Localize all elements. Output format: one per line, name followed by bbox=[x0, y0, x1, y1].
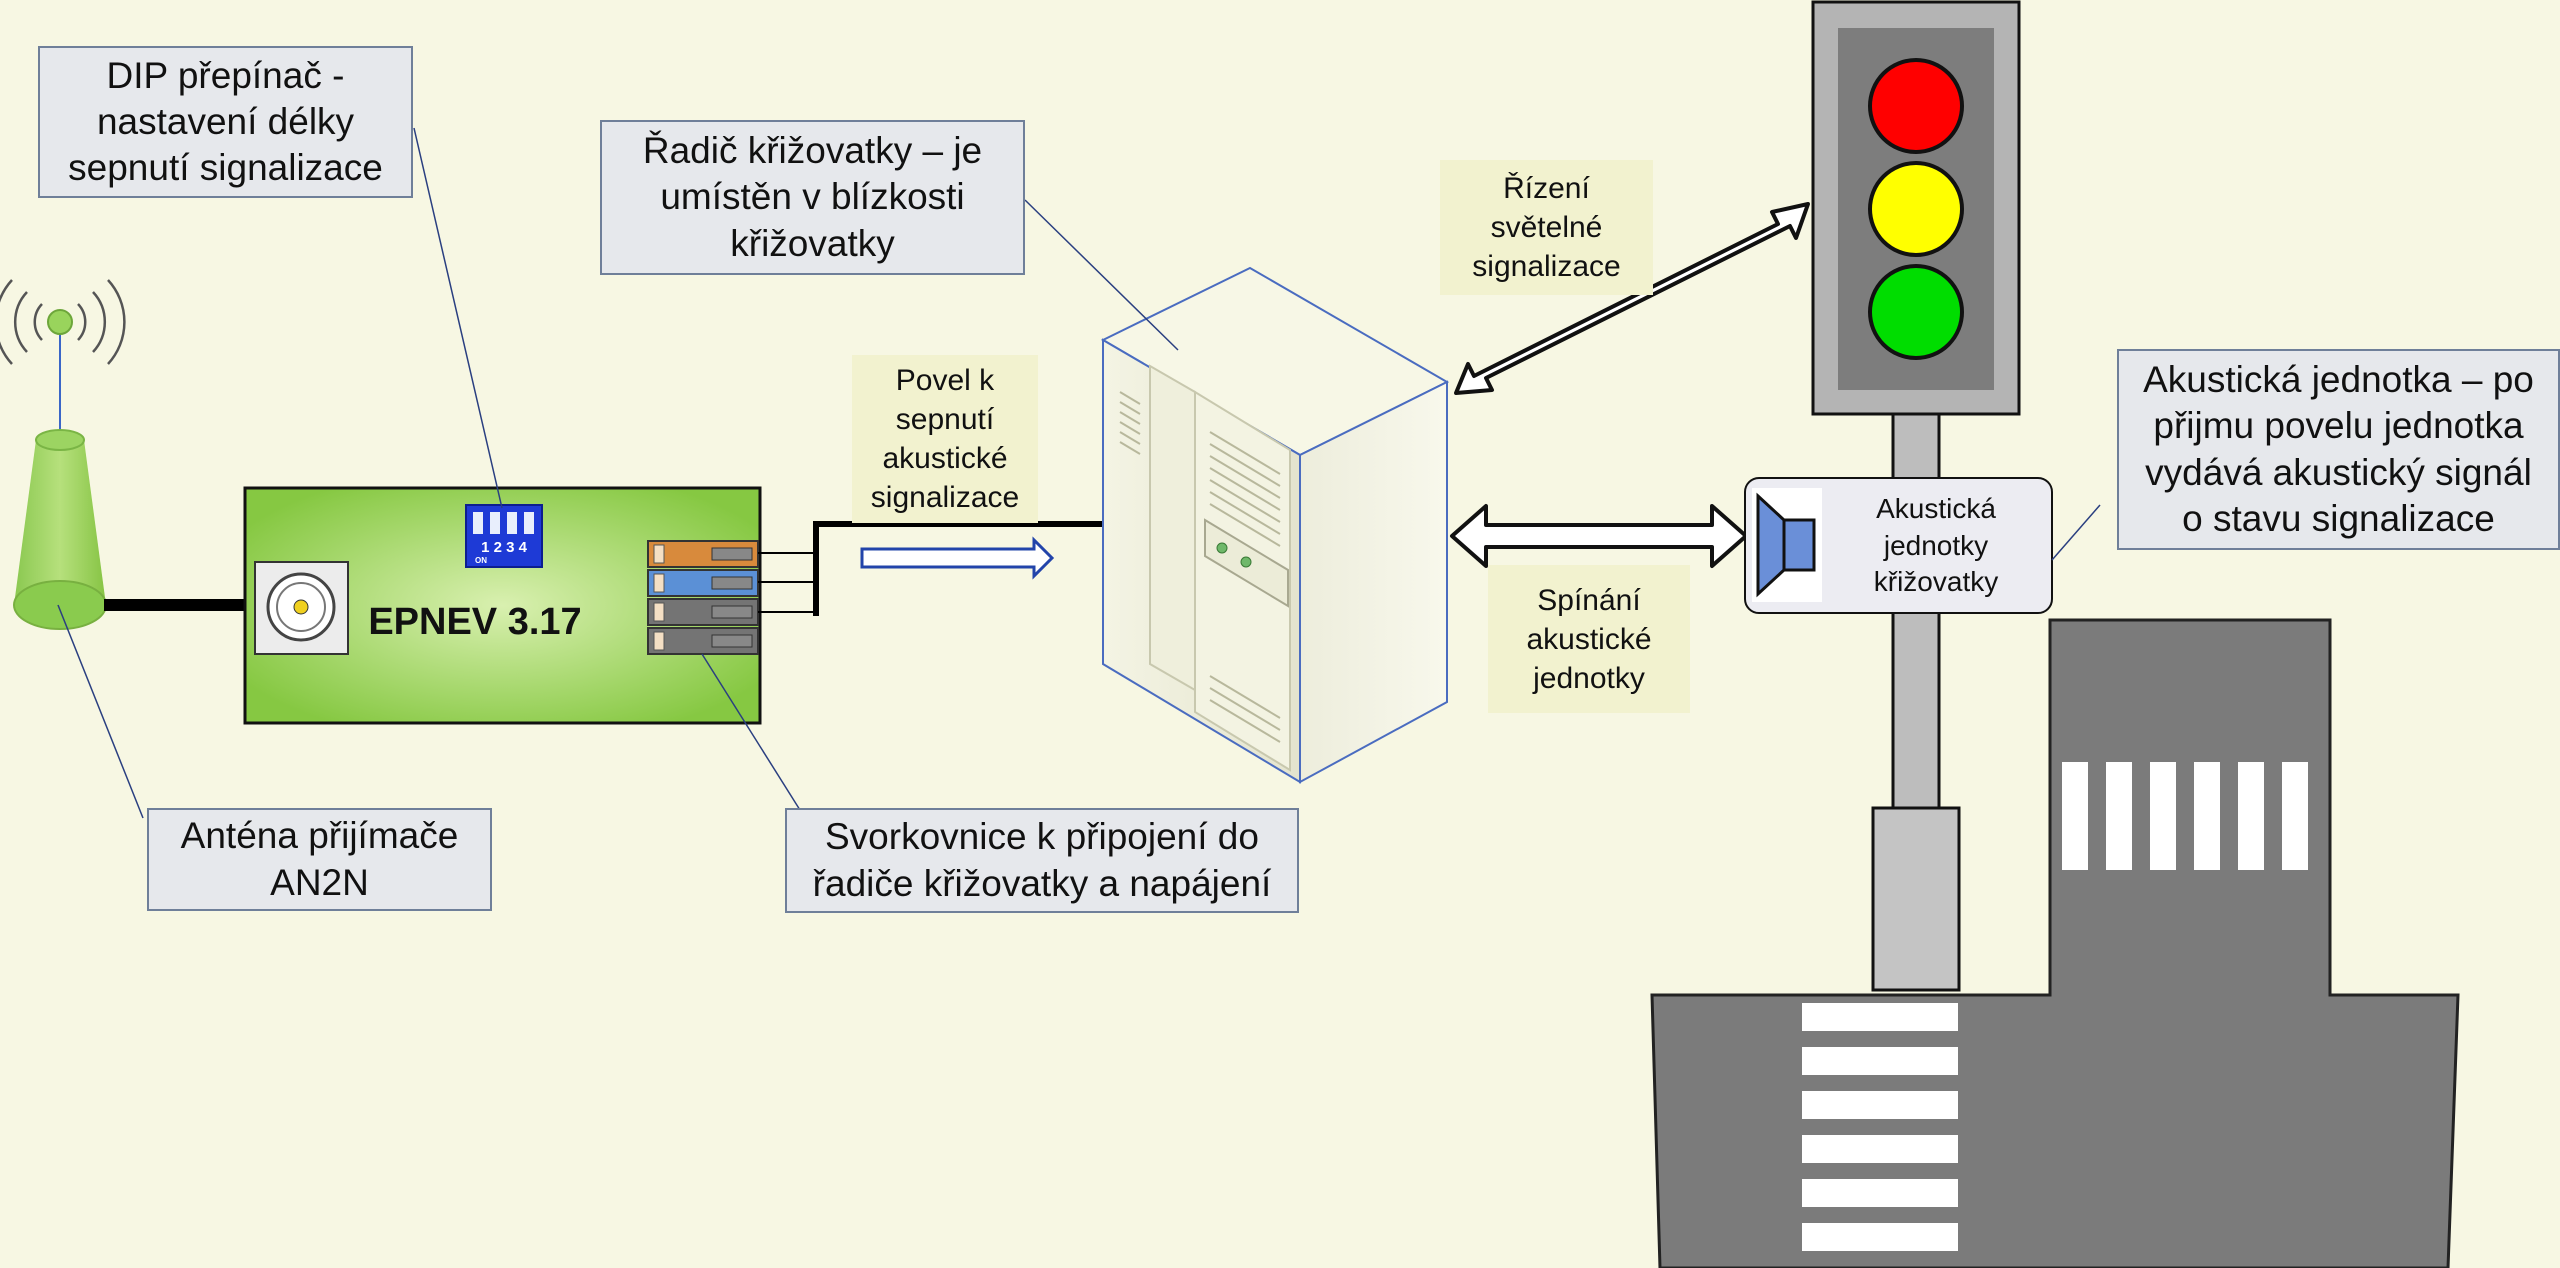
antenna-callout: Anténa přijímače AN2N bbox=[147, 808, 492, 911]
acoustic-unit-box bbox=[1744, 477, 2053, 614]
acoustic-switching-note: Spínání akustické jednotky bbox=[1488, 565, 1690, 713]
controller-callout: Řadič křižovatky – je umístěn v blízkost… bbox=[600, 120, 1025, 275]
green-light bbox=[1868, 264, 1964, 360]
command-note: Povel k sepnutí akustické signalizace bbox=[852, 355, 1038, 523]
acoustic-unit-label: Akustická jednotky křižovatky bbox=[1873, 493, 1999, 598]
yellow-light bbox=[1868, 161, 1964, 257]
dip-switch-on-label: ON bbox=[475, 556, 487, 565]
light-control-arrow bbox=[1454, 202, 1810, 395]
connector-icon bbox=[254, 561, 349, 655]
epnev-device: 1 2 3 4 ON EPNEV 3.17 bbox=[243, 486, 762, 725]
control-wires bbox=[758, 521, 1103, 616]
leader-lines bbox=[57, 127, 2101, 819]
road-surface bbox=[1650, 618, 2460, 1268]
dip-switch-numbers: 1 2 3 4 bbox=[481, 539, 528, 556]
road bbox=[1650, 618, 2460, 1268]
antenna-icon bbox=[0, 279, 126, 630]
signal-waves-icon bbox=[0, 279, 126, 365]
device-name: EPNEV 3.17 bbox=[368, 601, 581, 643]
traffic-light-icon bbox=[1811, 0, 2021, 992]
command-arrow bbox=[860, 536, 1055, 580]
dip-switch-callout: DIP přepínač - nastavení délky sepnutí s… bbox=[38, 46, 413, 198]
traffic-light-base bbox=[1871, 806, 1961, 992]
crosswalk-icon bbox=[1802, 762, 2308, 1251]
dip-switch-icon: 1 2 3 4 ON bbox=[465, 504, 543, 568]
terminal-block-icon bbox=[647, 540, 759, 655]
acoustic-unit-callout: Akustická jednotka – po přijmu povelu je… bbox=[2117, 349, 2560, 550]
server-icon bbox=[1100, 266, 1450, 784]
light-control-note: Řízení světelné signalizace bbox=[1440, 160, 1653, 295]
red-light bbox=[1868, 58, 1964, 154]
terminal-block-callout: Svorkovnice k připojení do řadiče křižov… bbox=[785, 808, 1299, 913]
speaker-icon bbox=[1752, 488, 1822, 602]
acoustic-switching-arrow bbox=[1450, 504, 1748, 568]
